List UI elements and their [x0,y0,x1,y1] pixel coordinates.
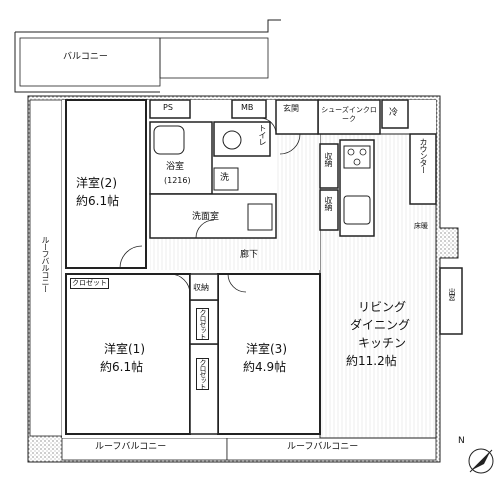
compass-icon [468,448,494,474]
roof-balcony-bottom-left-label: ルーフバルコニー [95,442,167,452]
bath-size-label: (1216) [164,176,191,185]
shunou-top-label: 収納 [324,152,333,166]
roof-balcony-bottom-right-label: ルーフバルコニー [287,442,359,452]
shunou-hall-box [189,273,219,301]
ldk-line1: リビング [358,300,407,314]
roof-balcony-left [29,99,63,437]
bath-label: 浴室 [166,162,185,172]
toilet-box [213,121,271,157]
shoe-cloak-label: シューズインクローク [321,106,377,123]
closet-w1-label: クロゼット [196,358,209,390]
toilet-bowl [222,130,242,150]
refrigerator-label: 冷 [389,108,399,118]
balcony-label: バルコニー [63,52,108,62]
toilet-label: トイレ [258,124,267,145]
fridge-box [381,99,409,129]
counter-bar [409,133,437,205]
bay-window-label: 出窓 [448,288,456,300]
roof-balcony-left-label: ルーフバルコニー [41,236,50,292]
ps-label: PS [163,103,173,112]
western2-name: 洋室(2) [76,176,117,190]
shunou-hall-label: 収納 [193,283,209,292]
western2-walls [65,99,147,269]
washer-spot [213,167,239,191]
mb-label: MB [241,103,254,112]
ldk-size: 約11.2帖 [346,354,397,368]
ldk-line2: ダイニング [350,318,411,332]
floor-heater-label: 床暖 [414,222,428,230]
shunou-mid-label: 収納 [324,196,333,210]
western1-name: 洋室(1) [104,342,145,356]
counter-label: カウンター [419,138,428,173]
hall-floor [150,238,320,270]
entrance-box [275,99,319,135]
top-balcony [14,19,281,93]
shunou-top-box [319,143,339,189]
ldk-line3: キッチン [358,336,407,350]
compass-label: N [458,436,465,446]
closet-w3-label: クロゼット [196,308,209,340]
shunou-mid-box [319,189,339,231]
wash-basin [247,203,273,231]
hall-label: 廊下 [240,250,259,260]
ps-box [149,99,191,119]
washroom-label: 洗面室 [192,212,220,222]
closet-w2-label: クロゼット [70,278,109,289]
mb-box [231,99,267,119]
washroom-box [149,193,277,239]
stove [343,145,371,169]
bay-window [439,267,463,335]
bathtub [153,125,185,155]
entrance-label: 玄関 [283,104,299,113]
sink [343,195,371,225]
washer-label: 洗 [220,173,230,183]
western3-size: 約4.9帖 [243,360,287,374]
western3-name: 洋室(3) [246,342,287,356]
western2-size: 約6.1帖 [76,194,120,208]
western1-size: 約6.1帖 [100,360,144,374]
